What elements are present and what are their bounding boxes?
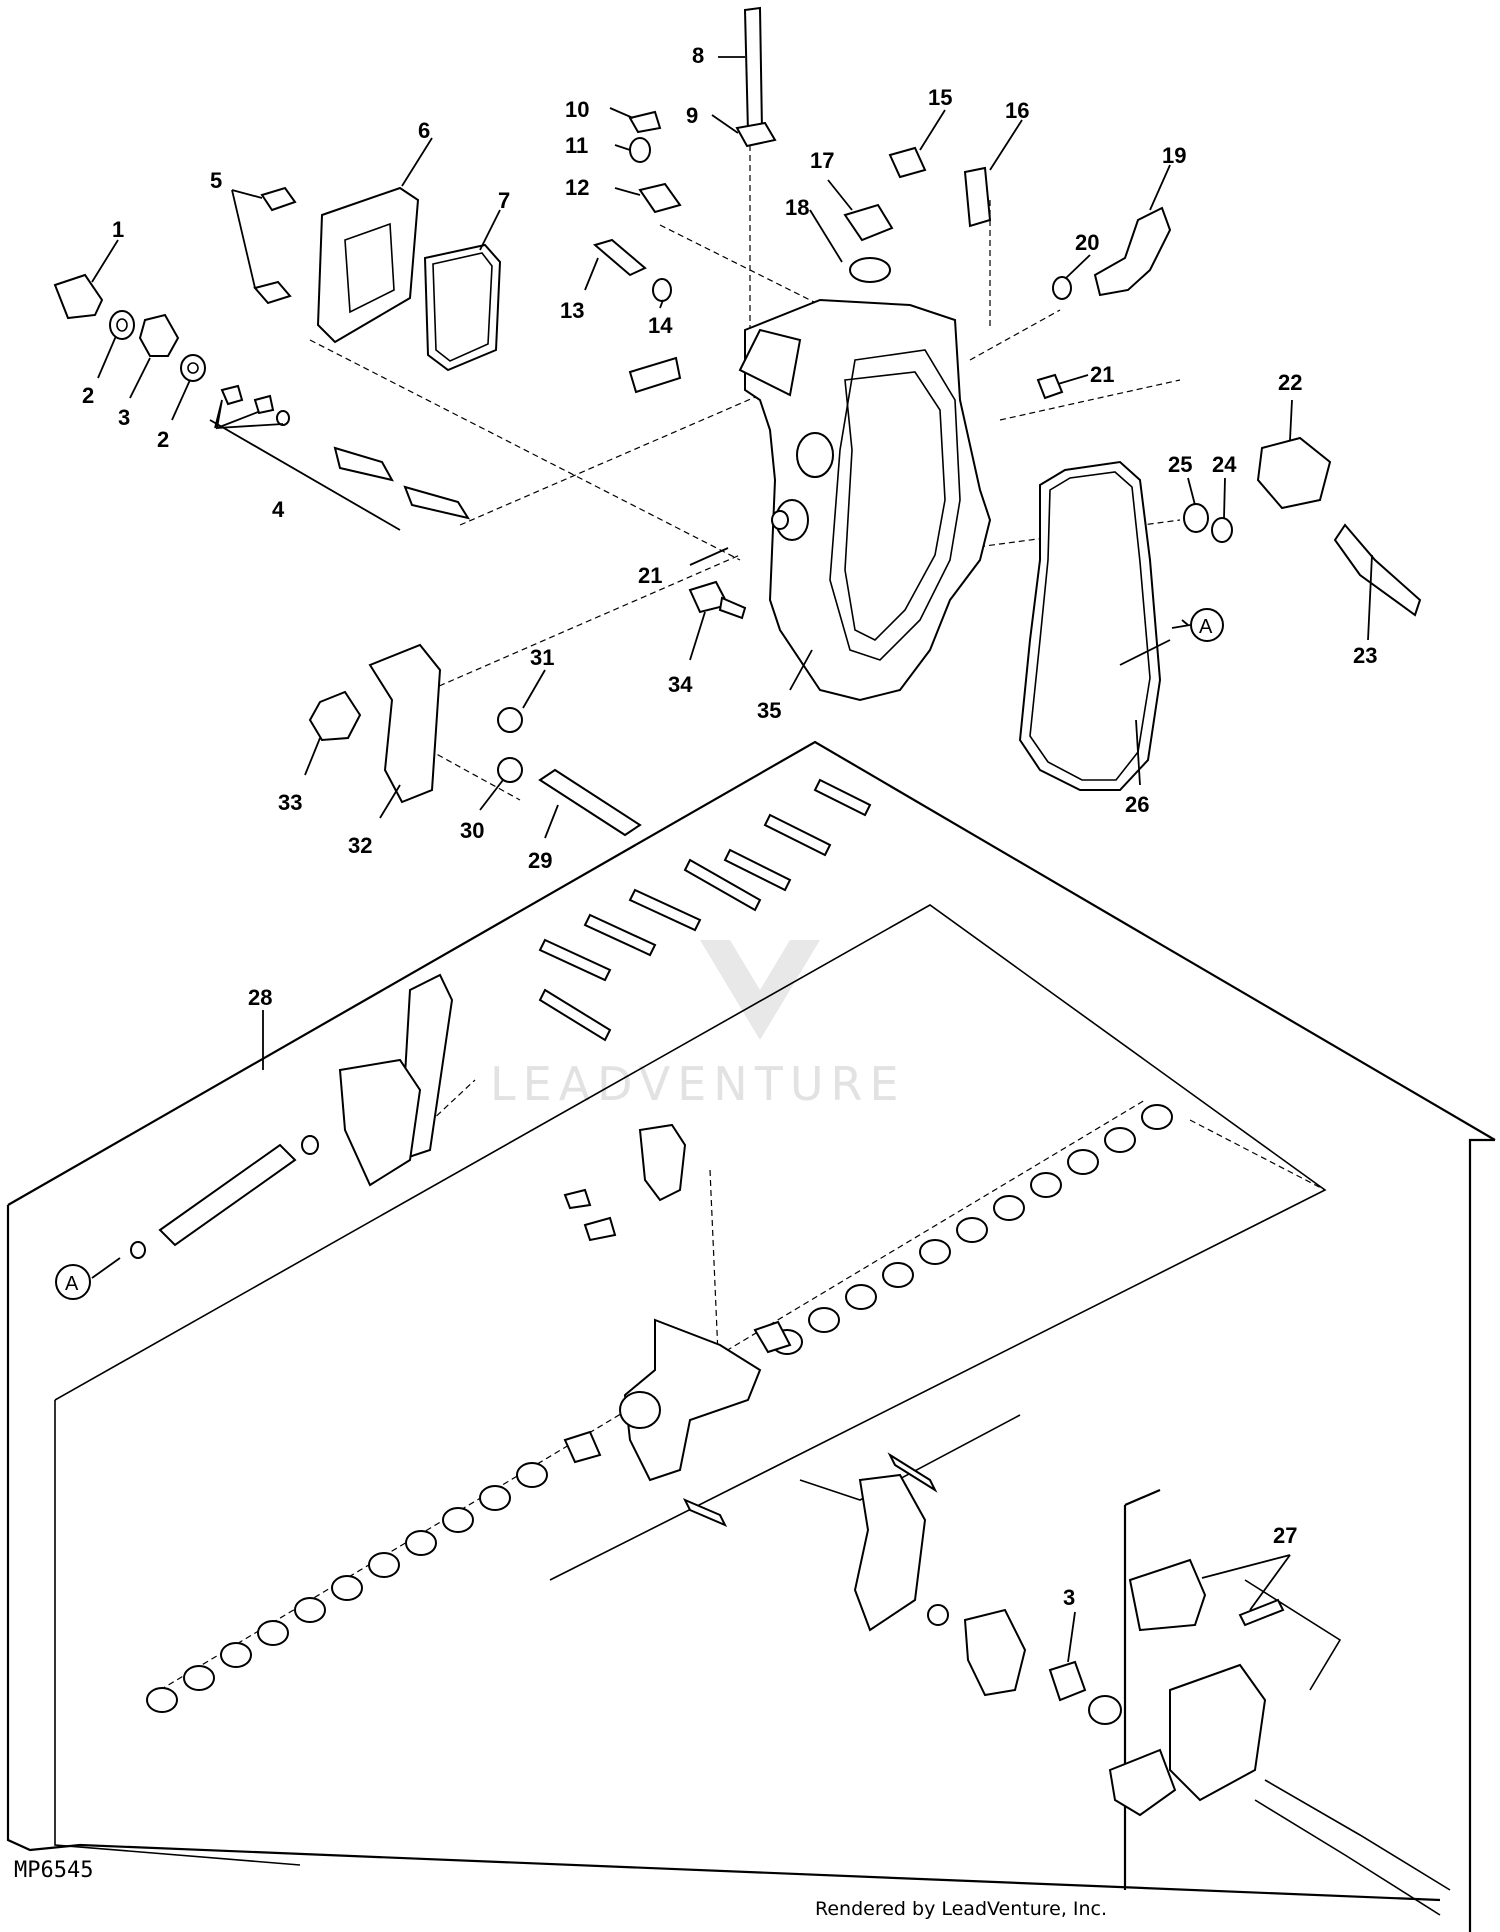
lever-and-fasteners	[308, 580, 747, 837]
callout-35: 35	[757, 698, 781, 723]
callout-3b: 3	[1063, 1585, 1075, 1610]
callout-32: 32	[348, 833, 372, 858]
callout-3: 3	[118, 405, 130, 430]
lower-right-parts	[853, 1473, 1451, 1916]
callout-2b: 2	[157, 427, 169, 452]
callout-21b: 21	[638, 563, 662, 588]
callout-14: 14	[648, 313, 673, 338]
callout-9: 9	[686, 103, 698, 128]
callout-18: 18	[785, 195, 809, 220]
callout-12: 12	[565, 175, 589, 200]
callout-15: 15	[928, 85, 952, 110]
callout-20: 20	[1075, 230, 1099, 255]
shaft-and-levers	[130, 973, 454, 1259]
reference-mark-text: A	[65, 1273, 79, 1295]
watermark-text: LEADVENTURE	[490, 1057, 906, 1111]
washer-stack	[146, 1104, 1173, 1713]
callout-29: 29	[528, 848, 552, 873]
watermark: LEADVENTURE	[490, 940, 906, 1111]
reference-mark-a-upper: A	[1190, 608, 1224, 642]
leader-lines	[91, 56, 1373, 1663]
callout-30: 30	[460, 818, 484, 843]
small-parts-upper-left	[53, 186, 471, 520]
small-parts-right	[1036, 206, 1422, 617]
cover-plate-6	[316, 186, 502, 372]
callout-6: 6	[418, 118, 430, 143]
callout-11: 11	[565, 133, 588, 158]
callout-25: 25	[1168, 452, 1192, 477]
callout-28: 28	[248, 985, 272, 1010]
callout-16: 16	[1005, 98, 1029, 123]
callout-31: 31	[530, 645, 554, 670]
credit-text: Rendered by LeadVenture, Inc.	[815, 1898, 1108, 1920]
callout-13: 13	[560, 298, 584, 323]
callout-19: 19	[1162, 143, 1186, 168]
callout-10: 10	[565, 97, 589, 122]
callout-24: 24	[1212, 452, 1237, 477]
callout-22: 22	[1278, 370, 1302, 395]
linkage-row	[538, 778, 872, 1042]
alignment-lines	[159, 145, 1326, 1691]
callout-26: 26	[1125, 792, 1149, 817]
small-parts-top-center	[592, 6, 992, 394]
callout-1: 1	[112, 217, 124, 242]
gasket-26	[1018, 460, 1162, 791]
callout-8: 8	[692, 43, 704, 68]
callout-33: 33	[278, 790, 302, 815]
callout-34: 34	[668, 672, 693, 697]
callout-21: 21	[1090, 362, 1114, 387]
callout-4: 4	[272, 497, 285, 522]
callout-labels: 1 2 3 2 4 5 6 7 8 9 10 11 12 13 14 15 16…	[82, 43, 1377, 1610]
callout-5: 5	[210, 168, 222, 193]
callout-2: 2	[82, 383, 94, 408]
figure-code: MP6545	[14, 1858, 94, 1883]
callout-27: 27	[1273, 1523, 1297, 1548]
flyweight-carrier	[563, 1123, 938, 1527]
callout-23: 23	[1353, 643, 1377, 668]
callout-17: 17	[810, 148, 834, 173]
reference-mark-text: A	[1199, 616, 1213, 638]
governor-housing-35	[738, 298, 992, 702]
assembly-frame-28	[6, 740, 1496, 1932]
reference-mark-a-lower: A	[55, 1264, 91, 1300]
callout-7: 7	[498, 188, 510, 213]
